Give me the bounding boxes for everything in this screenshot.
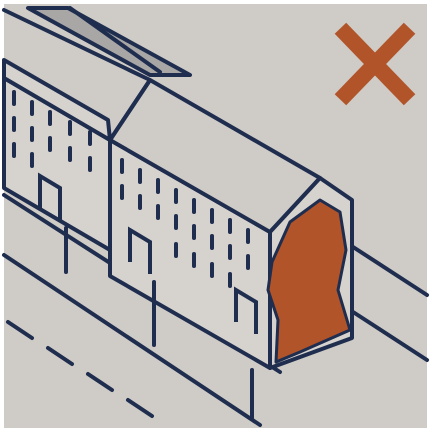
illustration: [0, 0, 431, 432]
illustration-frame: [0, 0, 431, 432]
